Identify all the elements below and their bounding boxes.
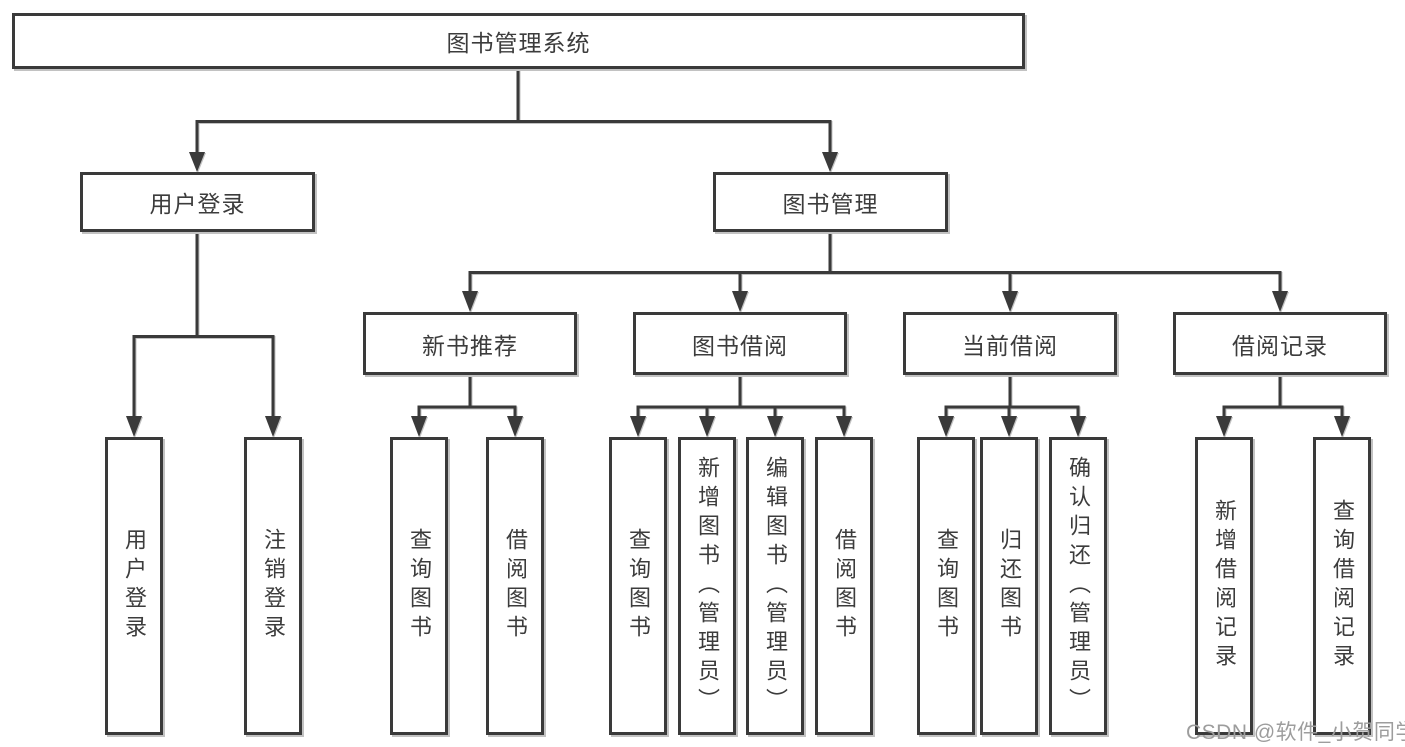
arrowhead (699, 416, 715, 437)
leaf-query-books-recommend: 查询图书 (390, 437, 448, 735)
node-label: 当前借阅 (962, 332, 1058, 359)
arrowhead (1070, 416, 1086, 437)
leaf-add-borrow-record: 新增借阅记录 (1195, 437, 1253, 735)
node-label: 新书推荐 (422, 332, 518, 359)
arrowhead (1002, 291, 1018, 312)
node-label: 借阅记录 (1232, 332, 1328, 359)
node-book-borrow: 图书借阅 (633, 312, 847, 375)
leaf-borrow-books-recommend: 借阅图书 (486, 437, 544, 735)
edge-borrow-records-to-leaves (1216, 375, 1350, 437)
arrowhead (507, 416, 523, 437)
arrowhead (462, 291, 478, 312)
node-label: 图书管理系统 (446, 30, 591, 56)
leaf-add-book-admin: 新增图书（管理员） (678, 437, 736, 735)
arrowhead (767, 416, 783, 437)
arrowhead (1216, 416, 1232, 437)
arrowhead (411, 416, 427, 437)
node-label: 确认归还（管理员） (1066, 455, 1091, 717)
arrowhead (265, 416, 281, 437)
node-label: 查询图书 (407, 528, 432, 644)
leaf-logout: 注销登录 (244, 437, 302, 735)
leaf-query-books-borrow: 查询图书 (609, 437, 667, 735)
node-label: 查询图书 (626, 528, 651, 644)
leaf-return-book: 归还图书 (980, 437, 1038, 735)
edge-root-to-level2 (189, 68, 838, 172)
node-label: 查询借阅记录 (1330, 499, 1355, 673)
edge-user-login-to-leaves (126, 232, 281, 437)
node-borrow-records: 借阅记录 (1173, 312, 1387, 375)
node-label: 借阅图书 (503, 528, 528, 644)
node-label: 图书借阅 (692, 332, 788, 359)
node-label: 注销登录 (261, 528, 286, 644)
leaf-confirm-return-admin: 确认归还（管理员） (1049, 437, 1107, 735)
node-label: 编辑图书（管理员） (763, 455, 788, 717)
arrowhead (836, 416, 852, 437)
arrowhead (938, 416, 954, 437)
node-library-system: 图书管理系统 (12, 13, 1025, 69)
node-label: 新增借阅记录 (1212, 499, 1237, 673)
node-label: 查询图书 (934, 528, 959, 644)
arrowhead (630, 416, 646, 437)
leaf-user-login: 用户登录 (105, 437, 163, 735)
node-label: 图书管理 (782, 191, 879, 217)
arrowhead (822, 152, 838, 172)
arrowhead (1272, 291, 1288, 312)
node-label: 归还图书 (997, 528, 1022, 644)
leaf-query-books-current: 查询图书 (917, 437, 975, 735)
node-label: 新增图书（管理员） (695, 455, 720, 717)
node-label: 用户登录 (122, 528, 147, 644)
node-user-login: 用户登录 (80, 172, 315, 232)
arrowhead (1334, 416, 1350, 437)
arrowhead (189, 152, 205, 172)
node-book-management: 图书管理 (713, 172, 948, 232)
leaf-query-borrow-record: 查询借阅记录 (1313, 437, 1371, 735)
edge-new-book-recommend-to-leaves (411, 375, 523, 437)
arrowhead (1001, 416, 1017, 437)
edge-book-management-to-level3 (462, 232, 1288, 312)
edge-current-borrow-to-leaves (938, 375, 1086, 437)
arrowhead (732, 291, 748, 312)
leaf-borrow-books: 借阅图书 (815, 437, 873, 735)
node-current-borrow: 当前借阅 (903, 312, 1117, 375)
node-new-book-recommend: 新书推荐 (363, 312, 577, 375)
csdn-watermark: CSDN @软件_小贺同学 (1186, 721, 1405, 744)
edge-book-borrow-to-leaves (630, 375, 852, 437)
node-label: 借阅图书 (832, 528, 857, 644)
leaf-edit-book-admin: 编辑图书（管理员） (746, 437, 804, 735)
arrowhead (126, 416, 142, 437)
node-label: 用户登录 (149, 191, 246, 217)
